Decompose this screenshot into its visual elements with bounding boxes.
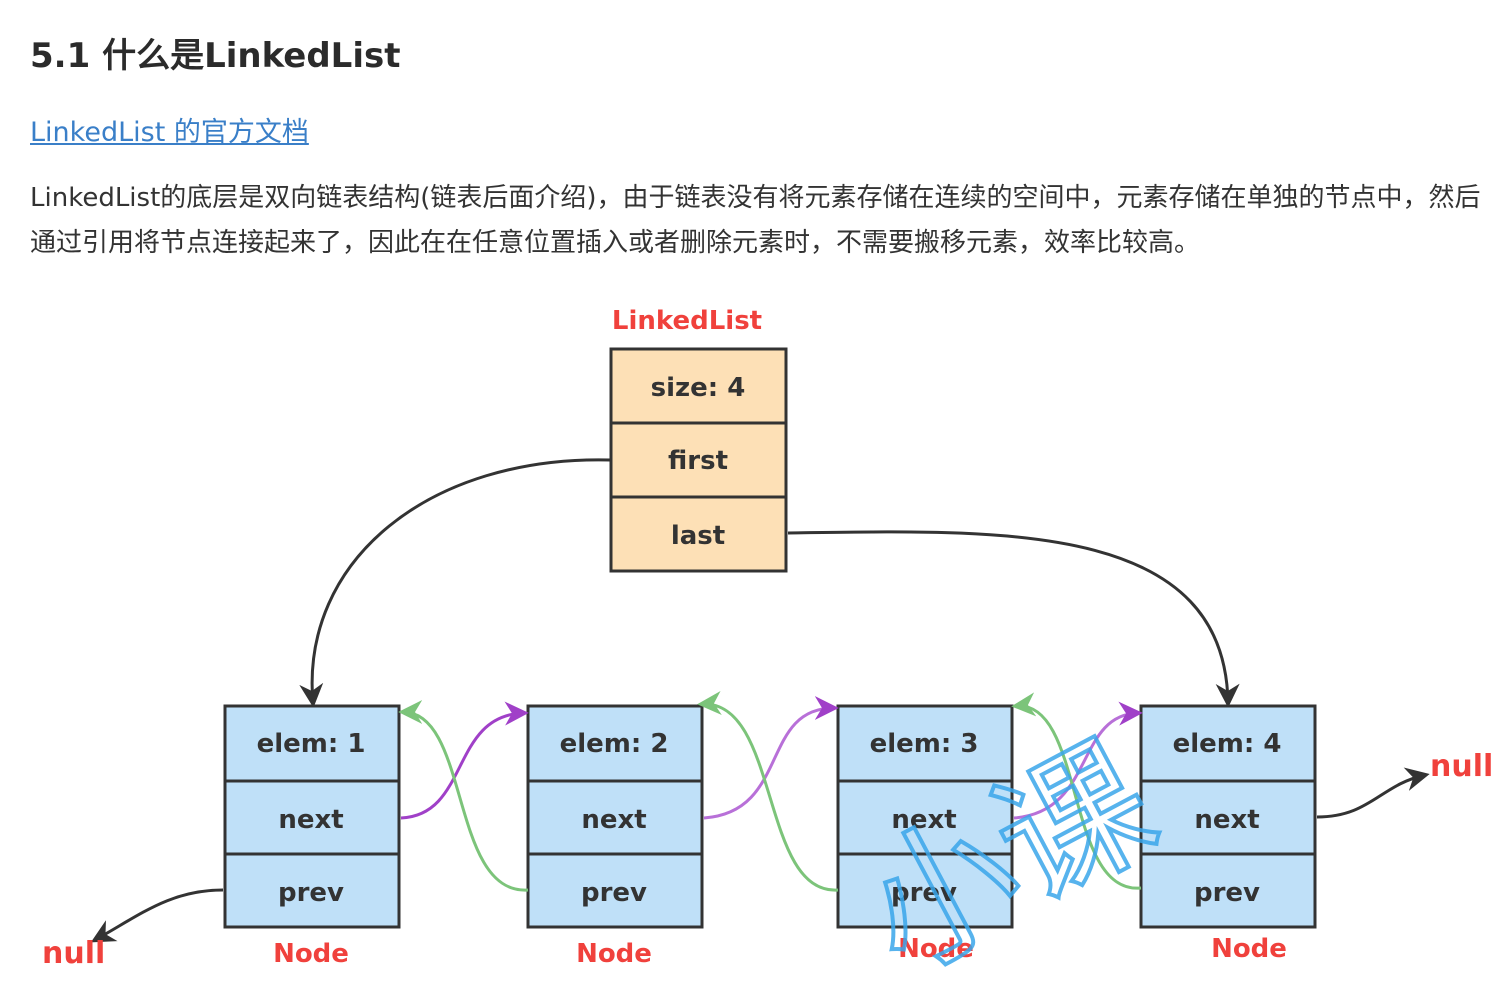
node-label: Node — [898, 934, 974, 964]
null-right-label: null — [1430, 749, 1493, 784]
node-next: next — [278, 805, 343, 835]
node-elem: elem: 4 — [1173, 729, 1282, 759]
node-prev: prev — [1194, 878, 1260, 908]
node-2: elem: 2 next prev — [526, 704, 704, 929]
node-next: next — [891, 805, 956, 835]
prev-arrow-3-2 — [697, 691, 839, 892]
node-next: next — [581, 805, 646, 835]
null-left-arrow — [90, 888, 224, 943]
node-3: elem: 3 next prev — [836, 704, 1014, 929]
last-field: last — [671, 521, 725, 551]
node-4: elem: 4 next prev — [1139, 704, 1317, 929]
node-prev: prev — [278, 878, 344, 908]
size-field: size: 4 — [651, 373, 746, 403]
node-prev: prev — [581, 878, 647, 908]
node-elem: elem: 1 — [257, 729, 366, 759]
null-left-label: null — [42, 936, 105, 971]
node-label: Node — [576, 939, 652, 969]
node-prev: prev — [891, 878, 957, 908]
node-elem: elem: 3 — [870, 729, 979, 759]
node-next: next — [1194, 805, 1259, 835]
node-elem: elem: 2 — [560, 729, 669, 759]
next-arrow-2-3 — [703, 696, 839, 820]
next-arrow-1-2 — [400, 701, 529, 820]
null-right-arrow — [1316, 767, 1430, 819]
first-field: first — [668, 446, 728, 476]
node-label: Node — [1211, 934, 1287, 964]
official-docs-link[interactable]: LinkedList 的官方文档 — [30, 117, 309, 148]
last-arrow — [787, 530, 1240, 708]
linkedlist-label: LinkedList — [612, 306, 762, 336]
prev-arrow-2-1 — [398, 700, 529, 892]
description-paragraph: LinkedList的底层是双向链表结构(链表后面介绍)，由于链表没有将元素存储… — [30, 183, 1481, 258]
section-heading: 5.1 什么是LinkedList — [30, 36, 401, 76]
prev-arrow-4-3 — [1011, 692, 1142, 890]
linkedlist-box: size: 4 first last — [609, 347, 788, 573]
next-arrow-3-4 — [1013, 701, 1143, 820]
first-arrow — [299, 458, 612, 708]
node-label: Node — [273, 939, 349, 969]
node-1: elem: 1 next prev — [223, 704, 401, 929]
